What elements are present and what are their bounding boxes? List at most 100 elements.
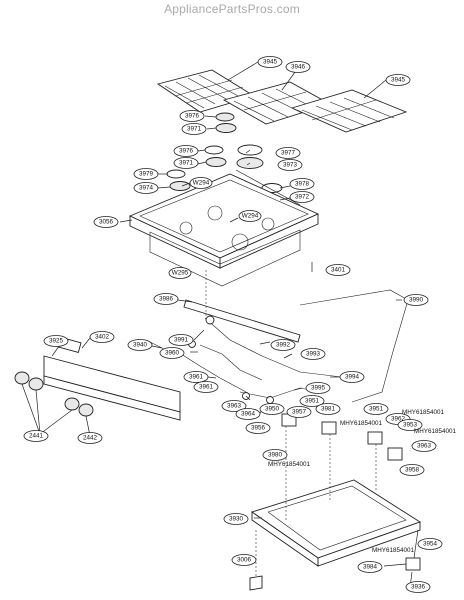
svg-text:3971: 3971: [187, 126, 202, 133]
callout-3953: 3953: [397, 419, 423, 431]
knobs: [14, 371, 94, 417]
svg-text:3963: 3963: [417, 443, 432, 450]
site-watermark: AppliancePartsPros.com: [164, 2, 300, 16]
svg-text:3940: 3940: [133, 342, 148, 349]
svg-text:3990: 3990: [409, 297, 424, 304]
svg-text:3974: 3974: [139, 185, 154, 192]
callout-w295: W295: [168, 267, 192, 279]
callout-3981: 3981: [315, 403, 341, 415]
callout-3994: 3994: [339, 371, 365, 383]
svg-text:3979: 3979: [139, 171, 154, 178]
label-mhy-2: MHY61854001: [340, 420, 383, 427]
callout-3971-a: 3971: [181, 123, 207, 135]
callout-3976-b: 3976: [173, 145, 199, 157]
callout-3957: 3957: [286, 406, 312, 418]
svg-text:3951: 3951: [369, 406, 384, 413]
callout-3945-left: 3945: [257, 56, 283, 68]
callout-3925: 3925: [43, 335, 69, 347]
callout-3961-a: 3961: [183, 371, 209, 383]
svg-text:3991: 3991: [174, 337, 189, 344]
plain-labels: MHY61854001 MHY61854001 MHY61854001 MHY6…: [268, 409, 457, 554]
callout-3976-a: 3976: [179, 110, 205, 122]
callout-3991: 3991: [168, 334, 194, 346]
callout-3972: 3972: [289, 191, 315, 203]
svg-text:3976: 3976: [185, 113, 200, 120]
svg-text:3962: 3962: [391, 416, 406, 423]
svg-text:3992: 3992: [276, 342, 291, 349]
svg-text:3402: 3402: [95, 334, 110, 341]
label-mhy-1: MHY61854001: [402, 409, 445, 416]
svg-text:3956: 3956: [251, 425, 266, 432]
callout-3979: 3979: [133, 168, 159, 180]
callout-3973: 3973: [277, 159, 303, 171]
valves: [281, 413, 421, 571]
svg-text:3960: 3960: [165, 350, 180, 357]
svg-text:3972: 3972: [295, 194, 310, 201]
control-panel: [43, 337, 181, 421]
svg-text:3946: 3946: [291, 64, 306, 71]
callout-3984: 3984: [357, 561, 383, 573]
callout-3992: 3992: [270, 339, 296, 351]
svg-text:3980: 3980: [268, 452, 283, 459]
svg-text:2441: 2441: [29, 433, 44, 440]
svg-text:3978: 3978: [295, 181, 310, 188]
svg-text:3945: 3945: [391, 77, 406, 84]
svg-text:3984: 3984: [363, 564, 378, 571]
svg-text:3977: 3977: [281, 150, 296, 157]
callout-3954: 3954: [417, 538, 443, 550]
svg-text:3993: 3993: [306, 351, 321, 358]
svg-text:3401: 3401: [331, 267, 346, 274]
svg-text:3994: 3994: [345, 374, 360, 381]
callout-3990: 3990: [403, 294, 429, 306]
callout-3951-a: 3951: [299, 395, 325, 407]
svg-text:W294: W294: [193, 180, 210, 187]
callout-3056: 3056: [93, 216, 119, 228]
svg-text:3957: 3957: [292, 409, 307, 416]
callout-3993: 3993: [300, 348, 326, 360]
svg-text:3950: 3950: [265, 406, 280, 413]
svg-text:3936: 3936: [411, 584, 426, 591]
callout-3958: 3958: [399, 464, 425, 476]
callout-3930: 3930: [223, 513, 249, 525]
callout-3977: 3977: [275, 147, 301, 159]
callout-3986: 3986: [153, 293, 179, 305]
label-mhy-4: MHY61854001: [268, 461, 311, 468]
svg-text:W295: W295: [172, 270, 189, 277]
cooktop-panel: [128, 169, 320, 287]
svg-text:3951: 3951: [305, 398, 320, 405]
svg-text:3963: 3963: [227, 403, 242, 410]
svg-text:3976: 3976: [179, 148, 194, 155]
callout-3980: 3980: [262, 449, 288, 461]
callout-3995: 3995: [305, 382, 331, 394]
svg-text:3995: 3995: [311, 385, 326, 392]
svg-text:3958: 3958: [405, 467, 420, 474]
callout-w294-a: W294: [189, 177, 213, 189]
svg-text:3961: 3961: [189, 374, 204, 381]
svg-text:3961: 3961: [199, 384, 214, 391]
bottom-tray: [249, 479, 422, 591]
svg-text:3964: 3964: [241, 411, 256, 418]
callout-w294-b: W294: [238, 210, 262, 222]
callout-3946: 3946: [285, 61, 311, 73]
svg-text:3971: 3971: [179, 160, 194, 167]
callout-3961-b: 3961: [193, 381, 219, 393]
svg-text:3986: 3986: [159, 296, 174, 303]
callout-3006: 3006: [231, 554, 257, 566]
callout-2442: 2442: [77, 432, 103, 444]
label-mhy-5: MHY61854001: [372, 547, 415, 554]
callout-3936: 3936: [405, 581, 431, 593]
svg-text:3954: 3954: [423, 541, 438, 548]
manifold-assembly: [149, 289, 409, 404]
svg-text:3981: 3981: [321, 406, 336, 413]
callout-3978: 3978: [289, 178, 315, 190]
callout-3974: 3974: [133, 182, 159, 194]
label-mhy-3: MHY61854001: [414, 428, 457, 435]
callout-3950: 3950: [259, 403, 285, 415]
callout-3401: 3401: [325, 264, 351, 276]
callout-3963-b: 3963: [411, 440, 437, 452]
callout-3945-right: 3945: [385, 74, 411, 86]
svg-text:3006: 3006: [237, 557, 252, 564]
svg-text:W294: W294: [242, 213, 259, 220]
grate-right: [290, 89, 408, 133]
